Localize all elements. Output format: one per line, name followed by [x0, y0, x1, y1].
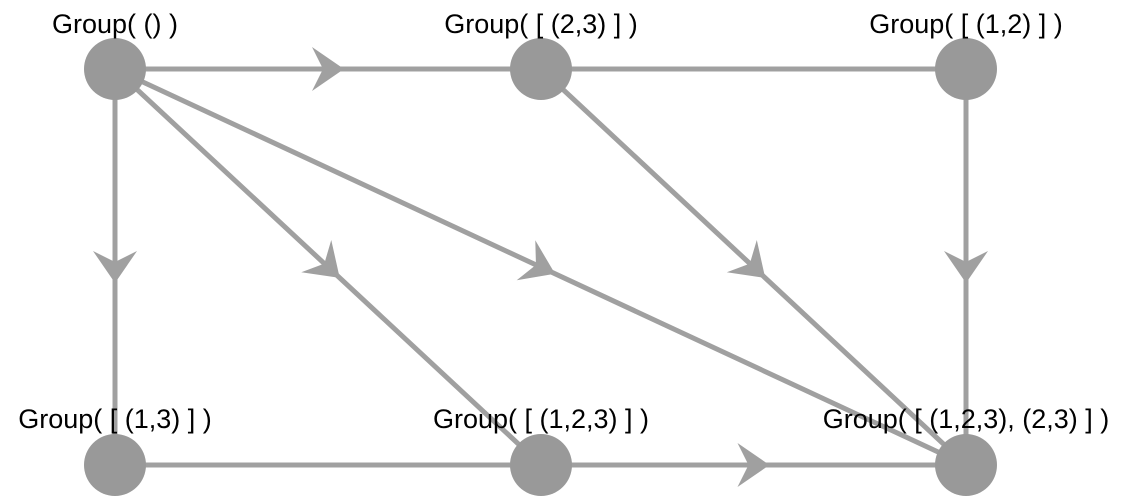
node-label-trivial: Group( () )	[52, 9, 178, 39]
node-trivial	[84, 38, 146, 100]
arrowhead-trivial-to-g23	[312, 47, 344, 91]
arrowhead-trivial-to-g123_23	[516, 240, 556, 281]
arrowhead-g23-to-g123_23	[726, 239, 766, 278]
node-label-g123: Group( [ (1,2,3) ] )	[433, 404, 649, 434]
nodes-layer	[84, 38, 997, 496]
node-label-g13: Group( [ (1,3) ] )	[18, 404, 212, 434]
node-g12	[935, 38, 997, 100]
arrowhead-g123-to-g123_23	[737, 443, 770, 487]
node-label-g12: Group( [ (1,2) ] )	[869, 9, 1063, 39]
arrowhead-g12-to-g123_23	[944, 251, 988, 283]
labels-layer: Group( () ) Group( [ (2,3) ] ) Group( [ (1…	[18, 9, 1109, 434]
node-label-g23: Group( [ (2,3) ] )	[444, 9, 638, 39]
node-label-g123_23: Group( [ (1,2,3), (2,3) ] )	[823, 404, 1110, 434]
node-g13	[84, 434, 146, 496]
arrowhead-trivial-to-g123	[301, 239, 340, 278]
arrowhead-trivial-to-g13	[93, 251, 137, 283]
edges-layer	[93, 47, 988, 487]
node-g123	[510, 434, 572, 496]
node-g23	[510, 38, 572, 100]
node-g123_23	[935, 434, 997, 496]
